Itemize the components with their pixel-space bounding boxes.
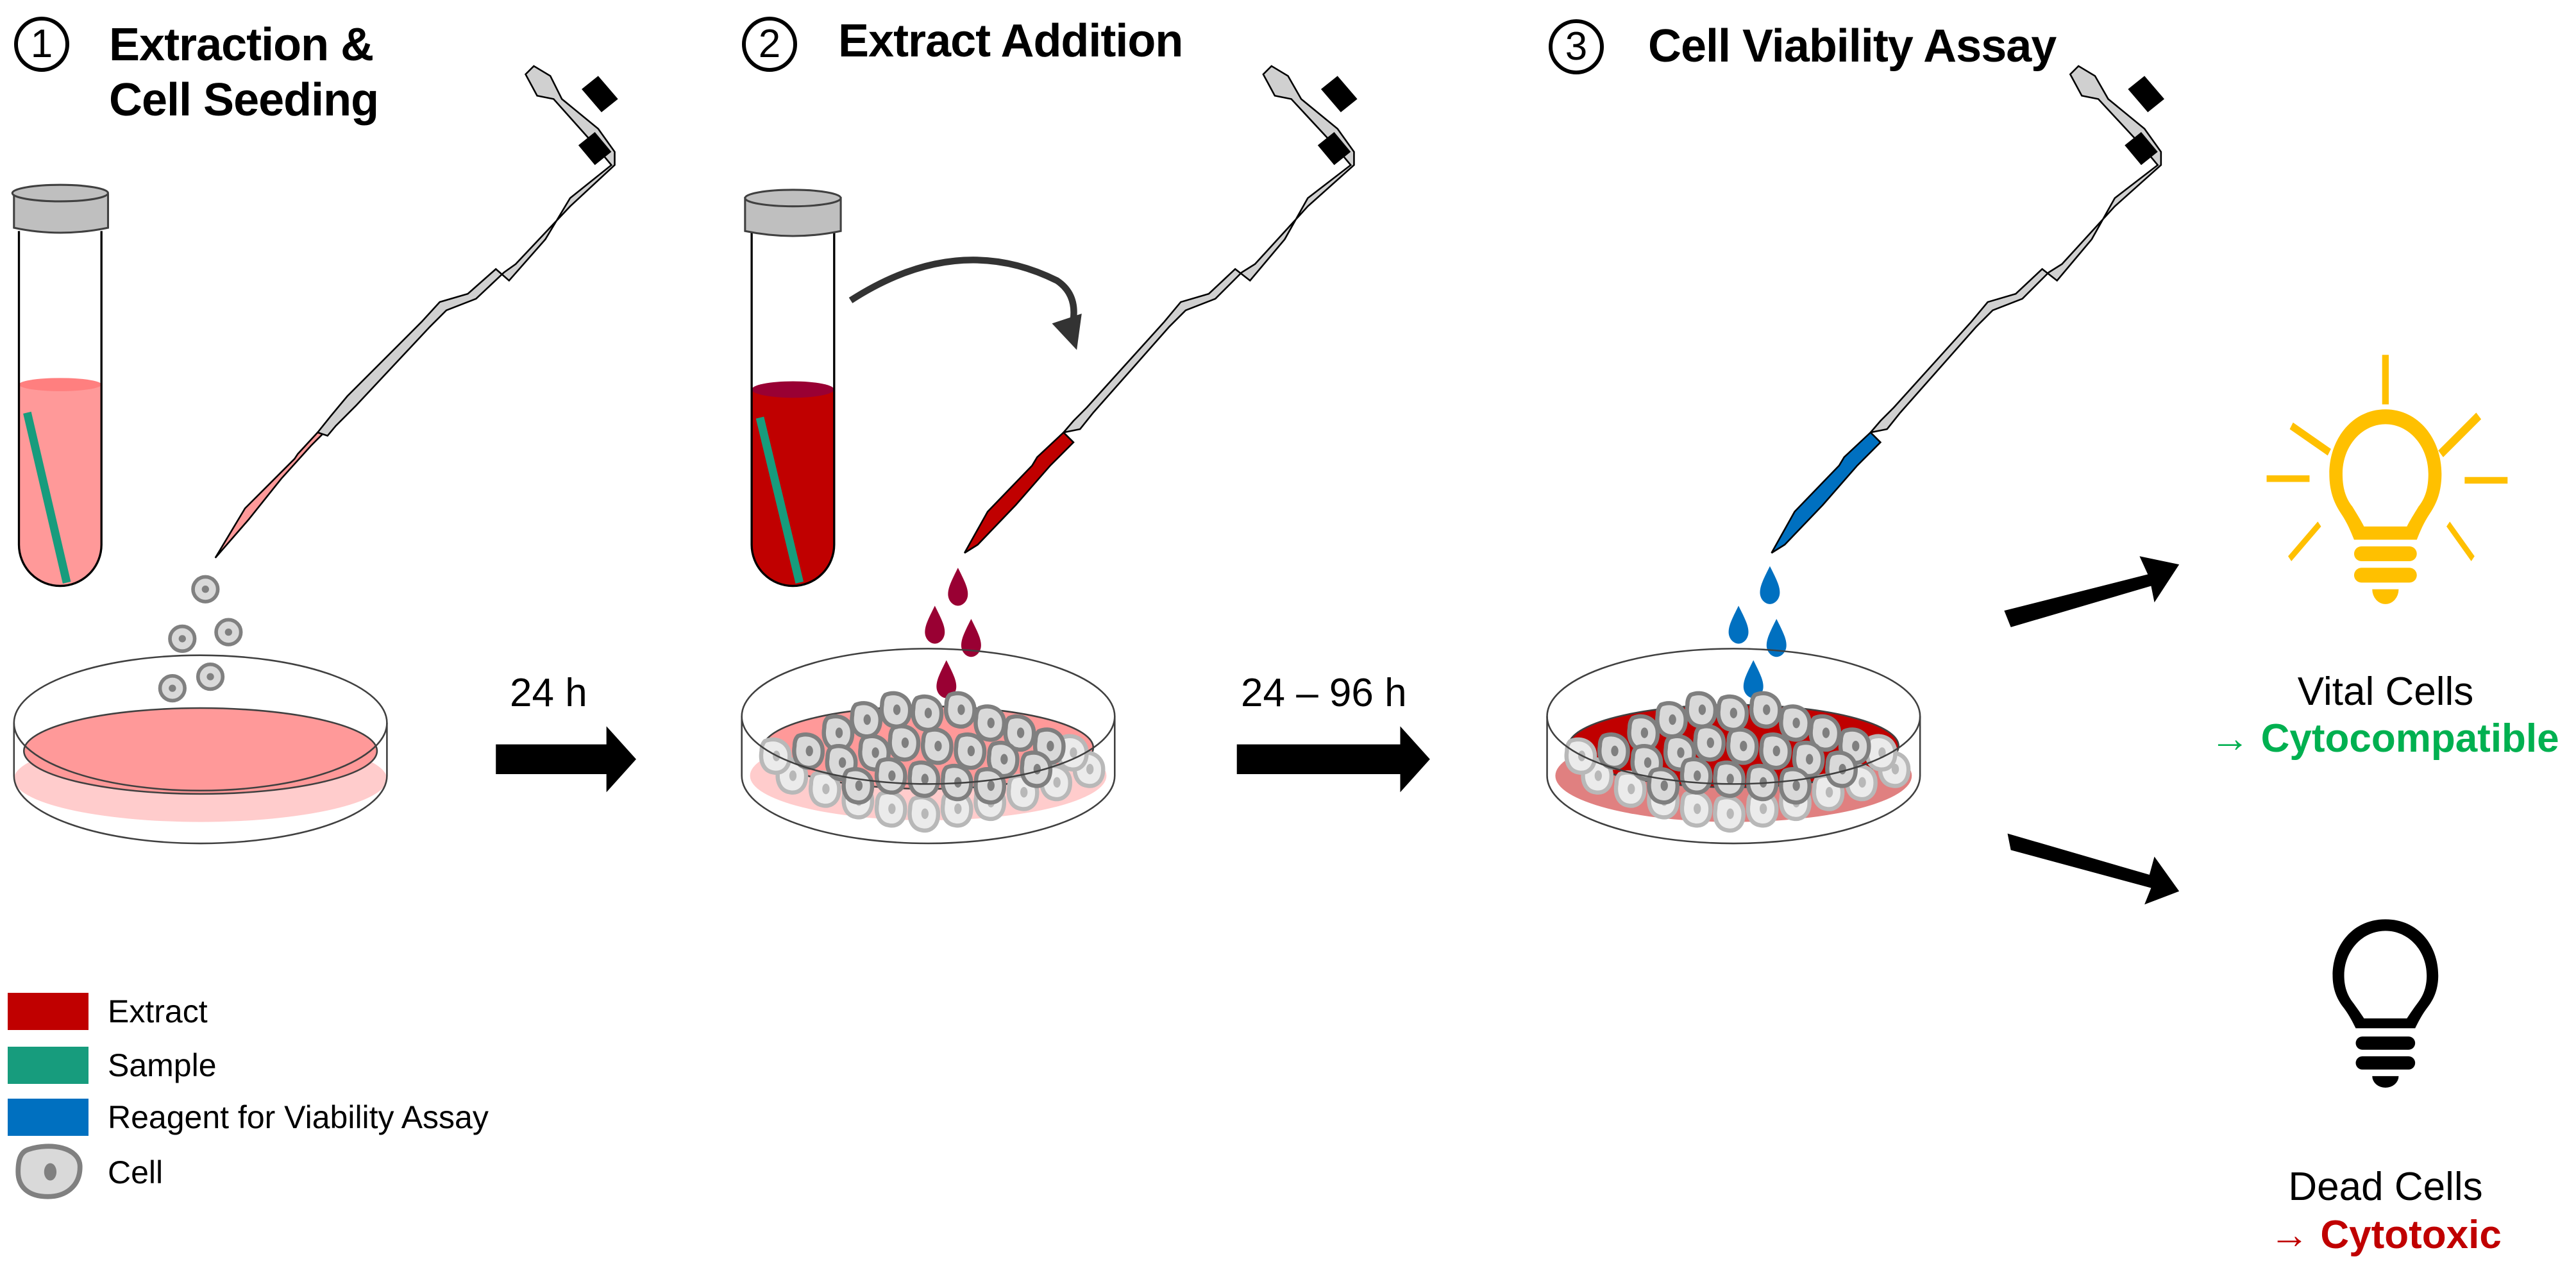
step-2-title: Extract Addition — [838, 15, 1183, 67]
sample-strip — [755, 416, 804, 584]
cell-icon — [15, 1144, 83, 1199]
step-3-drops — [1728, 566, 1787, 698]
step-1-title-line2: Cell Seeding — [109, 74, 379, 126]
legend-item-reagent: Reagent for Viability Assay — [8, 1098, 489, 1136]
legend-label: Sample — [108, 1047, 217, 1083]
transition-label-2: 24 – 96 h — [1241, 671, 1407, 715]
step-2-petri-dish — [741, 648, 1116, 845]
step-1-petri-dish — [13, 654, 388, 845]
legend-item-sample: Sample — [8, 1046, 217, 1085]
step-1-title-line1: Extraction & — [109, 19, 374, 71]
transition-label-1: 24 h — [510, 671, 587, 715]
curved-transfer-arrow — [848, 257, 1082, 350]
step-2-number: 2 — [742, 17, 797, 72]
reagent-swatch-icon — [8, 1099, 88, 1136]
sample-strip — [23, 411, 71, 584]
outcome-vital-result: → Cytocompatible — [2210, 716, 2559, 761]
outcome-dead-result: → Cytotoxic — [2269, 1213, 2502, 1257]
sample-swatch-icon — [8, 1047, 88, 1084]
step-3-number: 3 — [1549, 19, 1604, 74]
step-3-pipette — [1771, 65, 2165, 554]
lightbulb-on-icon — [2266, 355, 2508, 604]
legend-label: Extract — [108, 993, 208, 1029]
lightbulb-off-icon — [2332, 919, 2439, 1088]
transition-arrow-2 — [1236, 726, 1430, 793]
outcome-vital-label: Vital Cells — [2297, 670, 2474, 714]
step-1-number: 1 — [14, 17, 69, 72]
extract-swatch-icon — [8, 993, 88, 1030]
outcome-dead-label: Dead Cells — [2288, 1165, 2483, 1209]
step-2-tube — [744, 189, 842, 587]
legend-label: Cell — [108, 1154, 164, 1190]
legend-label: Reagent for Viability Assay — [108, 1099, 489, 1135]
step-3-title: Cell Viability Assay — [1648, 21, 2057, 72]
step-1-pipette — [214, 65, 618, 559]
transition-arrow-1 — [496, 726, 636, 793]
step-2-pipette — [963, 65, 1358, 554]
step-1-tube — [11, 183, 110, 587]
cell-swatch-placeholder — [8, 1154, 88, 1191]
step-2-drops — [925, 568, 981, 698]
legend-item-cell: Cell — [8, 1153, 163, 1192]
outcome-arrow-dead — [2007, 833, 2180, 905]
outcome-arrow-vital — [2004, 556, 2180, 627]
step-3-petri-dish — [1546, 648, 1921, 845]
legend-item-extract: Extract — [8, 992, 208, 1031]
